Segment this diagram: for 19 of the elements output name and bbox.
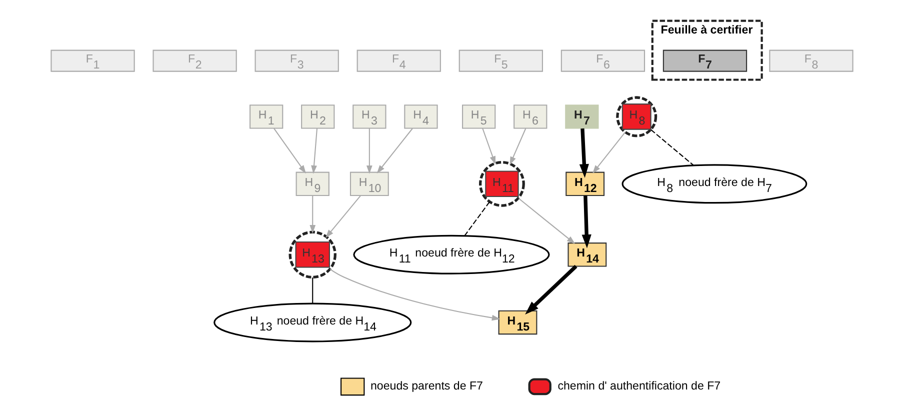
arrow: [366, 128, 372, 174]
connector: [650, 129, 694, 166]
arrow: [326, 195, 361, 238]
arrow: [376, 128, 413, 174]
legend-label: noeuds parents de F7: [370, 380, 483, 393]
arrow: [579, 128, 589, 178]
arrow: [525, 264, 578, 314]
arrow: [274, 128, 306, 174]
connector: [312, 278, 314, 304]
arrow: [582, 196, 592, 248]
arrow: [330, 268, 500, 321]
arrow: [310, 196, 316, 234]
arrow: [311, 128, 318, 174]
arrow: [518, 198, 576, 244]
arrow: [592, 132, 626, 174]
legend-label: chemin d' authentification de F7: [558, 380, 721, 393]
arrow: [482, 128, 496, 165]
connector: [464, 202, 490, 236]
arrow: [510, 128, 526, 166]
